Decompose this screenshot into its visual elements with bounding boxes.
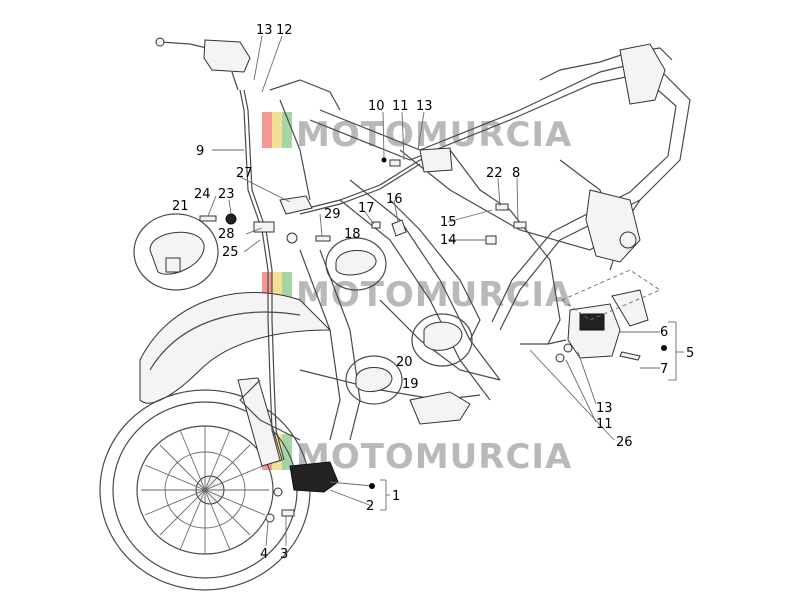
label-17: 17 [358,201,375,216]
label-4: 4 [260,547,268,562]
label-27: 27 [236,166,253,181]
leader-dots [369,157,667,489]
label-20: 20 [396,355,413,370]
label-23: 23 [218,187,235,202]
label-13: 13 [256,23,273,38]
label-2: 2 [366,499,374,514]
clip-detail-19 [345,355,403,405]
label-29: 29 [324,207,341,222]
label-28: 28 [218,227,235,242]
label-9: 9 [196,144,204,159]
label-11: 11 [392,99,409,114]
label-13: 13 [416,99,433,114]
front-fender [139,292,332,404]
label-21: 21 [172,199,189,214]
front-wheel [99,377,311,591]
clip-detail-18 [325,237,387,291]
rear-caliper [555,269,661,363]
label-15: 15 [440,215,457,230]
watermark-text: MOTOMURCIA [296,115,572,155]
label-10: 10 [368,99,385,114]
label-5: 5 [686,346,694,361]
front-caliper [265,461,339,523]
label-3: 3 [280,547,288,562]
leader-lines [207,35,684,547]
label-14: 14 [440,233,457,248]
chassis-frame [269,43,691,441]
label-18: 18 [344,227,361,242]
brake-lever-assembly [155,37,251,91]
label-12: 12 [276,23,293,38]
part-labels: 13 12 9 10 11 13 27 22 8 24 23 21 28 25 … [172,23,694,562]
label-13: 13 [596,401,613,416]
clip-detail-20 [411,313,473,367]
label-11: 11 [596,417,613,432]
label-16: 16 [386,192,403,207]
label-25: 25 [222,245,239,260]
watermark-text: MOTOMURCIA [296,437,572,477]
clip-detail-21 [133,213,219,291]
label-6: 6 [660,325,668,340]
label-19: 19 [402,377,419,392]
label-26: 26 [616,435,633,450]
watermark-top: MOTOMURCIA [262,112,572,155]
label-22: 22 [486,166,503,181]
label-1: 1 [392,489,400,504]
label-8: 8 [512,166,520,181]
label-24: 24 [194,187,211,202]
label-7: 7 [660,362,668,377]
